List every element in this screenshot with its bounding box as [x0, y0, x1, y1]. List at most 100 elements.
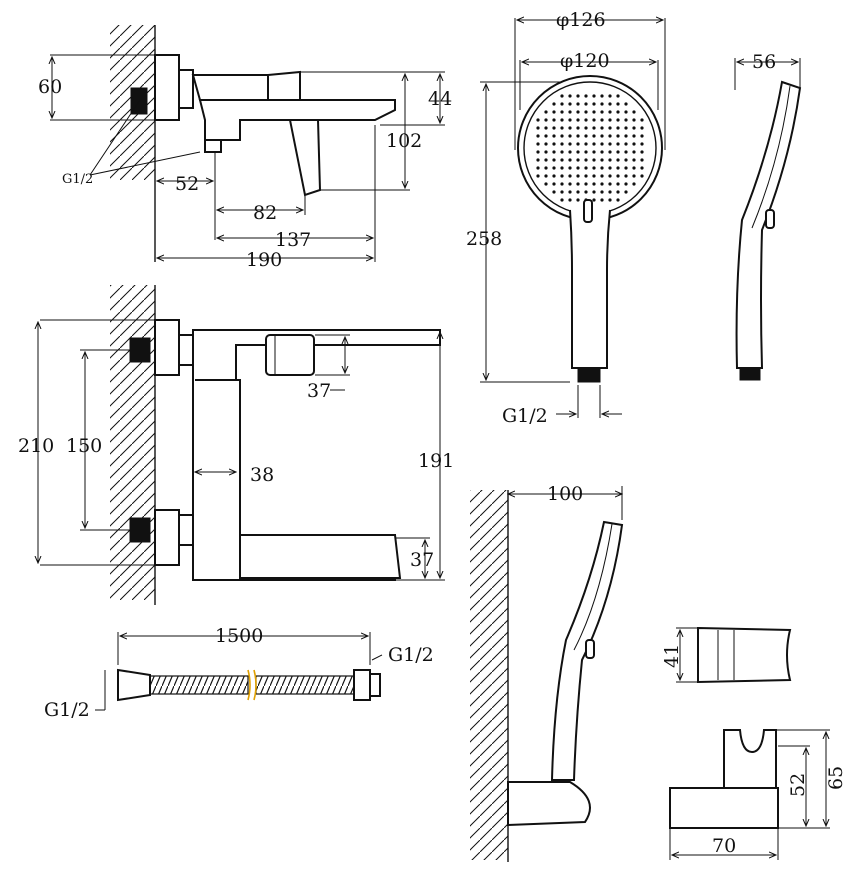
nozzle-dot: [544, 174, 548, 178]
nozzle-dot: [544, 182, 548, 186]
nozzle-dot: [632, 134, 636, 138]
nozzle-dot: [552, 190, 556, 194]
dim-60: 60: [38, 76, 62, 98]
holder-clip-view: 41: [661, 626, 792, 684]
hose-g12-right: G1/2: [388, 644, 434, 666]
nozzle-dot: [592, 174, 596, 178]
nozzle-dot: [552, 134, 556, 138]
nozzle-dot: [600, 182, 604, 186]
nozzle-dot: [624, 126, 628, 130]
hose-nut: [353, 669, 371, 701]
dim-70: 70: [712, 835, 736, 857]
nozzle-dot: [624, 102, 628, 106]
wall-holder-view: 100: [470, 483, 624, 862]
nozzle-dot: [560, 174, 564, 178]
wall-hatch-2: [110, 285, 155, 600]
nozzle-dot: [576, 102, 580, 106]
nozzle-dot: [616, 134, 620, 138]
wall-hatch-3: [470, 490, 508, 860]
nozzle-dot: [592, 102, 596, 106]
nozzle-dot: [552, 166, 556, 170]
dim-phi126: φ126: [556, 9, 606, 31]
shower-head-outer: [517, 75, 663, 221]
nozzle-dot: [640, 118, 644, 122]
nozzle-dot: [576, 126, 580, 130]
nozzle-dot: [608, 118, 612, 122]
nozzle-dot: [560, 110, 564, 114]
nozzle-dot: [584, 134, 588, 138]
nozzle-dot: [608, 150, 612, 154]
shower-side-view: 56: [734, 51, 802, 381]
nozzle-dot: [560, 182, 564, 186]
nozzle-dot: [600, 142, 604, 146]
nozzle-dot: [584, 190, 588, 194]
nozzle-dot: [568, 142, 572, 146]
nozzle-dot: [608, 102, 612, 106]
nozzle-dot: [608, 142, 612, 146]
nozzle-dot: [592, 182, 596, 186]
nozzle-dot: [616, 190, 620, 194]
nozzle-dot: [592, 126, 596, 130]
handle-1: [288, 119, 322, 197]
nozzle-dot: [616, 142, 620, 146]
shower-head-front: φ126 φ120 258 G1/2: [466, 9, 666, 427]
shower-thread: [577, 367, 601, 383]
nozzle-dot: [600, 102, 604, 106]
nozzle-dot: [640, 158, 644, 162]
nozzle-dot: [536, 118, 540, 122]
dim-100: 100: [547, 483, 583, 505]
mount-plate-top: [154, 319, 180, 376]
nozzle-dot: [576, 110, 580, 114]
dim-191: 191: [418, 450, 454, 472]
nozzle-dot: [560, 142, 564, 146]
dim-102: 102: [386, 130, 422, 152]
hose-coil-right: [255, 675, 355, 695]
nozzle-dot: [600, 118, 604, 122]
nozzle-dot: [568, 102, 572, 106]
nut-bottom: [178, 514, 194, 546]
nozzle-dot: [568, 182, 572, 186]
nozzle-dot: [616, 118, 620, 122]
nozzle-dot: [624, 110, 628, 114]
nozzle-dot: [568, 190, 572, 194]
nozzle-dot: [600, 126, 604, 130]
nozzle-dot: [584, 174, 588, 178]
nozzle-dot: [552, 182, 556, 186]
dim-38: 38: [250, 464, 274, 486]
nozzle-dot: [568, 174, 572, 178]
nozzle-dot: [592, 190, 596, 194]
nozzle-dot: [600, 110, 604, 114]
nozzle-dot: [632, 166, 636, 170]
nozzle-dot: [608, 126, 612, 130]
nozzle-dot: [616, 198, 620, 202]
nozzle-dot: [600, 150, 604, 154]
nozzle-dot: [584, 166, 588, 170]
nozzle-dot: [544, 126, 548, 130]
bracket-hook: [723, 729, 777, 789]
nozzle-dot: [632, 174, 636, 178]
nozzle-dot: [560, 134, 564, 138]
nozzle-dot: [560, 150, 564, 154]
dim-41: 41: [661, 644, 683, 668]
nozzle-dot: [568, 110, 572, 114]
nozzle-dot: [600, 94, 604, 98]
nozzle-dot: [632, 110, 636, 114]
nozzle-dot: [552, 158, 556, 162]
nozzle-dot: [584, 150, 588, 154]
nozzle-dot: [592, 158, 596, 162]
nozzle-dot: [632, 118, 636, 122]
shower-handle: [569, 209, 611, 369]
nozzle-dot: [616, 158, 620, 162]
nozzle-dot: [576, 150, 580, 154]
nozzle-dot: [624, 158, 628, 162]
dim-210: 210: [18, 435, 54, 457]
nozzle-dot: [640, 174, 644, 178]
nozzle-dot: [624, 174, 628, 178]
nozzle-dot: [552, 102, 556, 106]
nozzle-dot: [568, 158, 572, 162]
nozzle-dot: [608, 182, 612, 186]
nozzle-dot: [616, 174, 620, 178]
nozzle-dot: [560, 94, 564, 98]
shower-side-face: [751, 85, 791, 229]
shower-nozzles: [536, 94, 644, 202]
